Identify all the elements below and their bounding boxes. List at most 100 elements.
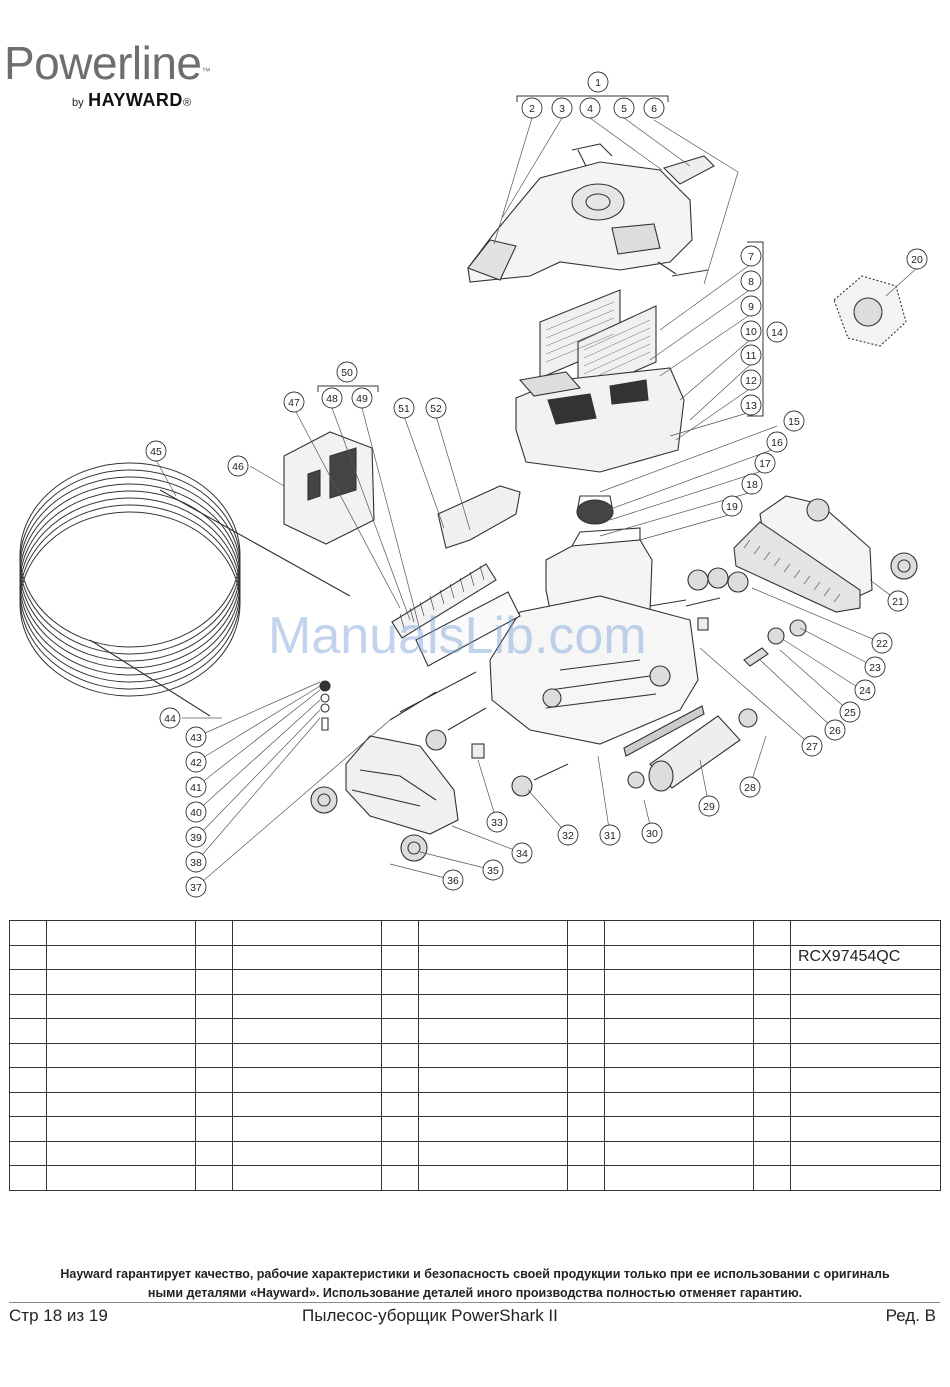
callout-12: 12 [745, 375, 757, 387]
callout-29: 29 [703, 801, 715, 813]
callout-27: 27 [806, 741, 818, 753]
table-cell [753, 1165, 791, 1191]
callout-45: 45 [150, 446, 162, 458]
table-cell [753, 1067, 791, 1093]
table-cell [418, 944, 568, 970]
table-cell [753, 993, 791, 1019]
footer-page-number: Стр 18 из 19 [9, 1306, 108, 1325]
table-cell [195, 1042, 233, 1068]
callout-49: 49 [356, 393, 368, 405]
callout-6: 6 [651, 103, 657, 115]
callout-4: 4 [587, 103, 593, 115]
table-cell [195, 1067, 233, 1093]
table-cell [567, 1042, 605, 1068]
table-cell [9, 1091, 47, 1117]
table-cell [567, 1018, 605, 1044]
table-cell [46, 944, 196, 970]
table-row [9, 1018, 941, 1044]
table-cell [9, 944, 47, 970]
callout-1: 1 [595, 77, 601, 89]
table-cell [567, 1067, 605, 1093]
table-cell [790, 1018, 941, 1044]
warranty-notice: Hayward гарантирует качество, рабочие ха… [0, 1265, 950, 1303]
table-cell [418, 1091, 568, 1117]
table-cell [9, 969, 47, 995]
callout-43: 43 [190, 732, 202, 744]
callout-34: 34 [516, 848, 528, 860]
callout-11: 11 [746, 350, 757, 362]
callout-39: 39 [190, 832, 202, 844]
table-cell [46, 1165, 196, 1191]
callout-28: 28 [744, 782, 756, 794]
table-cell [381, 920, 419, 946]
table-cell [418, 1018, 568, 1044]
table-cell [567, 920, 605, 946]
table-cell [753, 944, 791, 970]
table-cell [9, 1116, 47, 1142]
table-cell [790, 1042, 941, 1068]
warranty-line-2: ными деталями «Hayward». Использование д… [147, 1286, 803, 1300]
footer-divider [9, 1302, 940, 1303]
table-cell [567, 993, 605, 1019]
table-cell [604, 1091, 754, 1117]
table-cell [195, 1091, 233, 1117]
footer-revision: Ред. B [885, 1306, 936, 1325]
table-cell [46, 1042, 196, 1068]
callout-5: 5 [621, 103, 627, 115]
table-row [9, 1116, 941, 1142]
table-cell [790, 993, 941, 1019]
callout-18: 18 [746, 479, 758, 491]
table-cell [232, 1091, 382, 1117]
table-cell [232, 944, 382, 970]
table-cell [46, 993, 196, 1019]
table-cell [567, 1116, 605, 1142]
table-cell [381, 1116, 419, 1142]
table-row [9, 1067, 941, 1093]
callout-26: 26 [829, 725, 841, 737]
table-cell [195, 920, 233, 946]
callout-24: 24 [859, 685, 871, 697]
table-cell: RCX97454QC [790, 944, 941, 970]
table-cell [381, 1140, 419, 1166]
table-cell [381, 1042, 419, 1068]
table-cell [790, 1067, 941, 1093]
table-cell [418, 993, 568, 1019]
callout-14: 14 [771, 327, 783, 339]
table-cell [567, 1165, 605, 1191]
table-cell [418, 1067, 568, 1093]
callout-15: 15 [788, 416, 800, 428]
callout-17: 17 [759, 458, 771, 470]
callout-50: 50 [341, 367, 353, 379]
callout-21: 21 [892, 596, 904, 608]
table-cell [46, 1018, 196, 1044]
table-cell [418, 1042, 568, 1068]
table-cell [46, 1116, 196, 1142]
table-cell [381, 944, 419, 970]
table-cell [418, 1165, 568, 1191]
table-cell [418, 969, 568, 995]
callout-46: 46 [232, 461, 244, 473]
callout-30: 30 [646, 828, 658, 840]
table-cell [790, 1116, 941, 1142]
table-cell [604, 1067, 754, 1093]
callout-31: 31 [604, 830, 616, 842]
callout-2: 2 [529, 103, 535, 115]
callout-8: 8 [748, 276, 754, 288]
table-cell [753, 1140, 791, 1166]
table-cell [604, 1018, 754, 1044]
table-cell [9, 1067, 47, 1093]
table-cell [604, 993, 754, 1019]
table-cell [418, 920, 568, 946]
logo-hayward-text: HAYWARD [88, 90, 183, 110]
table-cell [753, 1116, 791, 1142]
table-cell [418, 1116, 568, 1142]
table-cell [604, 1042, 754, 1068]
table-cell [604, 1140, 754, 1166]
table-cell [753, 1091, 791, 1117]
table-row [9, 1042, 941, 1068]
table-cell [567, 1140, 605, 1166]
logo-registered: ® [182, 97, 192, 109]
callout-7: 7 [748, 251, 754, 263]
table-cell [604, 944, 754, 970]
powerline-hayward-logo: Powerline™ by HAYWARD® [4, 40, 210, 110]
